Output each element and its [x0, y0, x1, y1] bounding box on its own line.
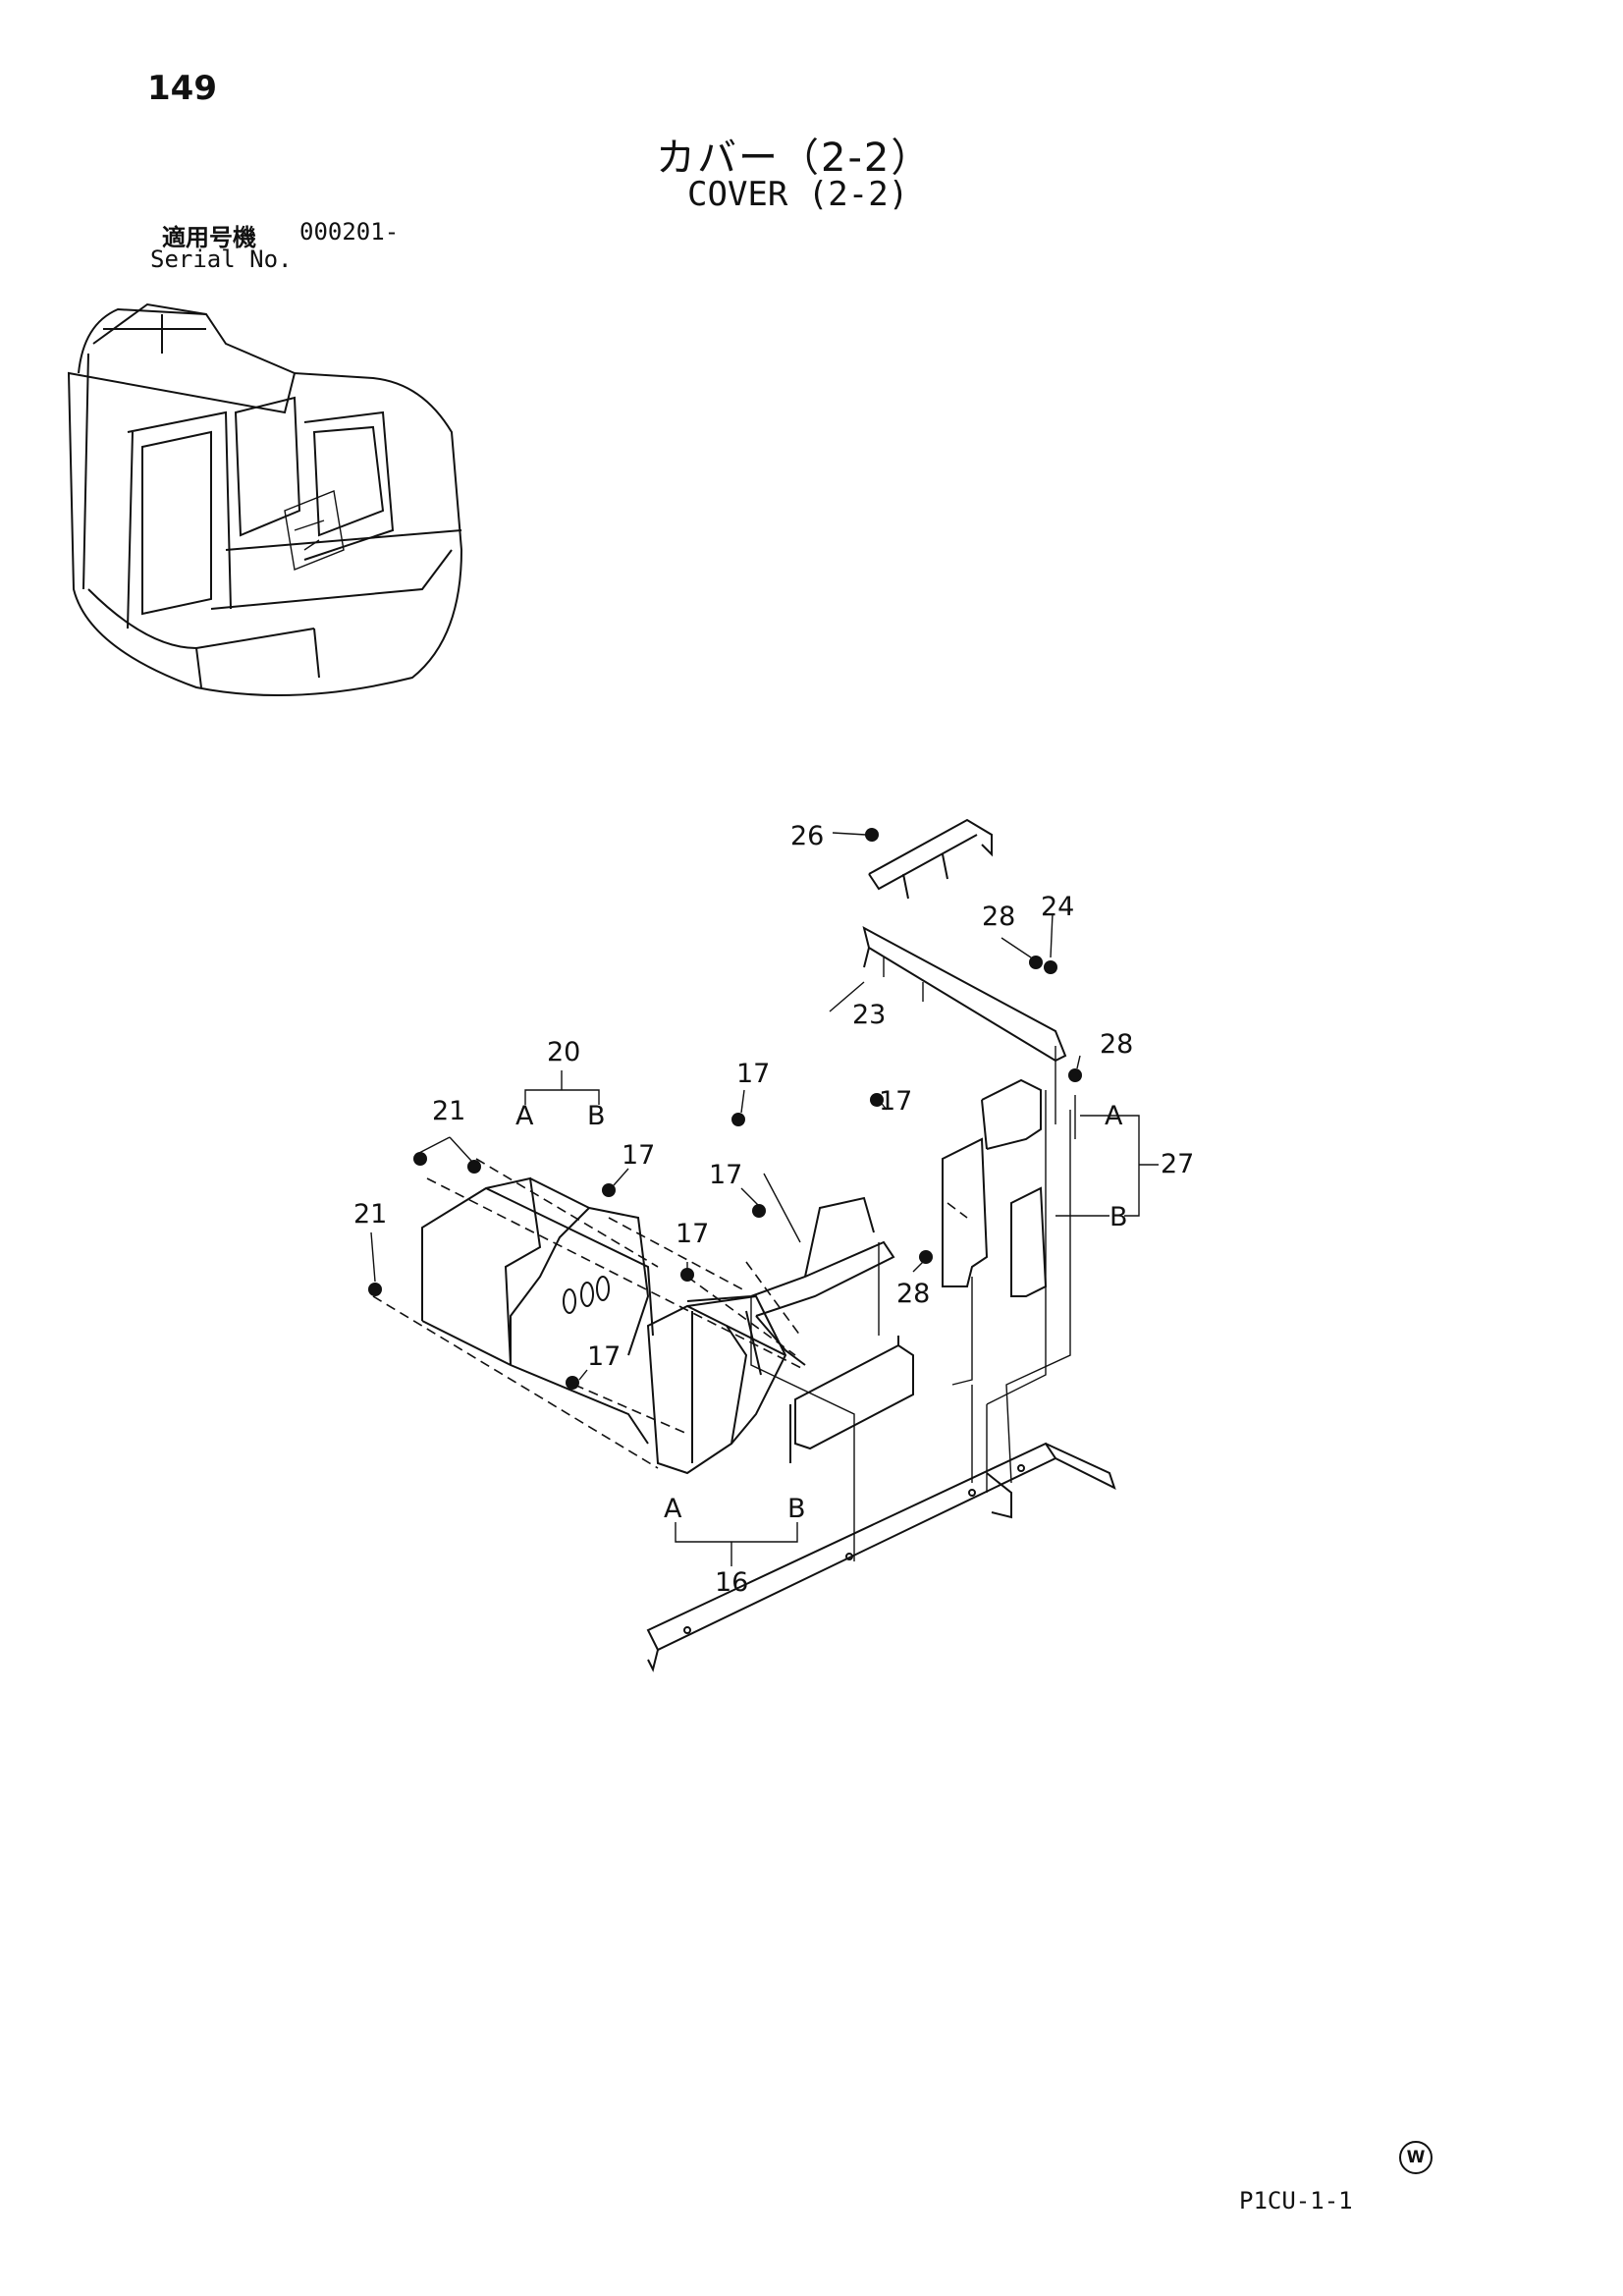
- callout-17-mid: 17: [709, 1160, 742, 1190]
- callout-21-top: 21: [432, 1096, 465, 1126]
- callout-16-b: B: [787, 1494, 806, 1524]
- callout-21-left: 21: [353, 1199, 387, 1230]
- leader-lines: [370, 832, 1081, 1381]
- callout-17-right: 17: [879, 1086, 912, 1117]
- serial-label-jp: 適用号機: [162, 224, 256, 251]
- callout-20-a: A: [515, 1101, 534, 1131]
- page-title-jp: カバー（2-2）: [656, 136, 933, 181]
- callout-27-a: A: [1105, 1101, 1123, 1131]
- base-rail: [646, 1442, 1116, 1672]
- upper-frame-bar: [862, 818, 1067, 1063]
- callout-20: 20: [547, 1037, 580, 1067]
- callout-28-bottom: 28: [896, 1279, 930, 1309]
- callout-16-a: A: [664, 1494, 682, 1524]
- serial-code: 000201-: [299, 218, 400, 246]
- footer-code: P1CU-1-1: [1239, 2187, 1353, 2214]
- callout-17-left: 17: [622, 1140, 655, 1171]
- callout-17-bottom: 17: [587, 1341, 621, 1372]
- serial-label-en: Serial No.: [150, 246, 293, 273]
- circled-w-mark: W: [1399, 2141, 1433, 2174]
- callout-24: 24: [1041, 892, 1074, 922]
- page-title-en: COVER (2-2): [687, 175, 909, 214]
- right-bracket-part: [942, 1078, 1048, 1297]
- callout-17-center: 17: [736, 1059, 770, 1089]
- bolt-icon: [368, 828, 1082, 1390]
- callout-16: 16: [715, 1567, 748, 1598]
- callout-23: 23: [852, 1000, 886, 1030]
- callout-26: 26: [790, 821, 824, 851]
- dashed-alignment-lines: [372, 1158, 968, 1469]
- callout-27-b: B: [1109, 1202, 1128, 1232]
- callout-28-top: 28: [982, 902, 1015, 932]
- bracket-20: [524, 1070, 600, 1105]
- callout-20-b: B: [587, 1101, 606, 1131]
- callout-27: 27: [1161, 1149, 1194, 1179]
- assembly-guide-lines: [750, 957, 1076, 1561]
- callout-17-lower: 17: [676, 1219, 709, 1249]
- page-number: 149: [147, 69, 217, 108]
- callout-28-right: 28: [1100, 1029, 1133, 1060]
- lower-plate: [789, 1336, 914, 1463]
- middle-cover-part: [646, 1294, 787, 1475]
- bracket-27: [1055, 1115, 1159, 1217]
- bracket-16: [675, 1522, 798, 1566]
- callout-labels: 26 28 24 28 23 20 A B 21 21 17 17 17 17 …: [353, 821, 1194, 1598]
- left-cover-part: [421, 1176, 654, 1445]
